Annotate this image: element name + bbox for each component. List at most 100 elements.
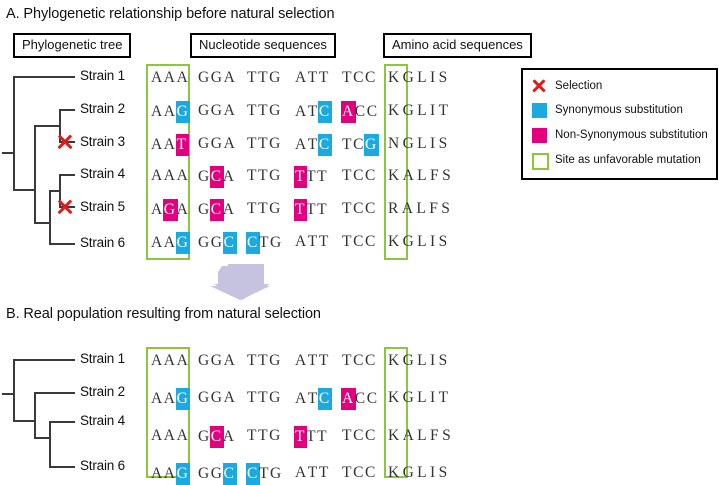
codon: ATT — [295, 351, 330, 371]
codon: GGA — [198, 68, 236, 88]
amino-acid-sequence: KGLIS — [388, 69, 451, 86]
codon: TCG — [342, 133, 379, 156]
codon: TTG — [247, 351, 282, 371]
base: G — [270, 465, 283, 483]
base: T — [342, 69, 354, 86]
base: G — [210, 101, 224, 119]
base: C — [353, 69, 366, 86]
strain-label-a-2: Strain 2 — [80, 101, 125, 116]
base-non-synonymous: C — [209, 425, 224, 448]
base: C — [365, 167, 377, 185]
codon: TTT — [294, 166, 329, 189]
tree-branch — [13, 76, 75, 78]
base: A — [223, 134, 237, 152]
legend-item-non-synonymous: Non-Synonymous substitution — [531, 128, 711, 146]
codon: AAG — [151, 232, 191, 254]
base: C — [366, 102, 379, 120]
base-non-synonymous: A — [341, 388, 356, 411]
base-synonymous: C — [222, 463, 237, 485]
base: G — [198, 234, 211, 251]
codon: CTG — [246, 232, 283, 254]
base: G — [198, 201, 211, 219]
base: T — [342, 352, 354, 369]
codon: ATC — [295, 388, 332, 411]
base: G — [198, 101, 211, 119]
base: A — [163, 102, 177, 120]
unfavorable-site-box-amino-a — [384, 64, 408, 260]
tree-branch — [13, 359, 75, 361]
base: T — [258, 101, 270, 119]
base: G — [269, 69, 282, 86]
unfavorable-site-box-nucleotide-b — [146, 347, 190, 478]
base-synonymous: G — [175, 232, 191, 254]
codon: AAA — [151, 166, 189, 186]
codon: CTG — [246, 463, 283, 485]
base: A — [176, 426, 190, 444]
base: C — [365, 352, 377, 369]
strain-label-a-5: Strain 5 — [80, 199, 125, 214]
tree-branch — [49, 190, 51, 244]
legend-label-synonymous: Synonymous substitution — [555, 104, 683, 116]
base: A — [163, 465, 177, 483]
base: A — [295, 102, 308, 120]
codon: ACC — [341, 100, 379, 123]
codon: TCC — [342, 199, 377, 219]
tree-branch — [49, 243, 75, 245]
base: T — [318, 69, 330, 86]
amino-acid-sequence: KGLIT — [388, 101, 452, 119]
tree-branch — [13, 76, 15, 191]
legend-box: Selection Synonymous substitution Non-Sy… — [521, 68, 718, 180]
base: T — [247, 167, 259, 185]
base-non-synonymous: T — [175, 133, 189, 156]
base-non-synonymous: C — [209, 199, 224, 222]
tree-branch — [49, 421, 75, 423]
base: G — [269, 389, 282, 407]
base: T — [258, 426, 270, 444]
codon: GGC — [198, 463, 237, 485]
base: C — [353, 352, 366, 369]
base: A — [222, 201, 236, 219]
base: C — [353, 167, 366, 185]
codon: TTG — [247, 134, 282, 154]
base-non-synonymous: G — [162, 199, 178, 222]
codon: TCC — [342, 426, 377, 446]
base: C — [353, 464, 366, 482]
strain-label-a-1: Strain 1 — [80, 68, 125, 83]
base-synonymous: C — [246, 463, 260, 485]
base: T — [318, 464, 330, 482]
codon: AGA — [151, 199, 189, 222]
base: T — [317, 201, 329, 219]
codon: TTG — [247, 199, 282, 219]
base: A — [151, 201, 164, 219]
base: G — [210, 234, 224, 251]
header-nucleotide-sequences: Nucleotide sequences — [190, 33, 336, 59]
strain-label-a-4: Strain 4 — [80, 166, 125, 181]
base-non-synonymous: A — [341, 100, 356, 123]
transition-arrow-icon — [210, 264, 270, 300]
cyan-swatch-icon — [532, 103, 547, 118]
legend-item-selection: Selection — [531, 78, 711, 96]
base-non-synonymous: C — [209, 166, 224, 189]
base: G — [269, 101, 282, 119]
base: T — [317, 168, 329, 186]
tree-branch — [34, 125, 36, 223]
codon: ACC — [341, 388, 379, 411]
amino-acid-sequence: RALFS — [388, 200, 454, 218]
codon: TTT — [294, 199, 329, 222]
codon: TCC — [342, 351, 377, 371]
base: A — [295, 464, 308, 482]
base: T — [307, 464, 319, 482]
panel-a-title: A. Phylogenetic relationship before natu… — [6, 6, 335, 22]
tree-branch — [34, 125, 60, 127]
base: A — [151, 135, 164, 153]
legend-item-synonymous: Synonymous substitution — [531, 103, 711, 121]
base: A — [176, 167, 190, 185]
base: A — [222, 427, 236, 445]
base: T — [342, 464, 354, 482]
tree-branch — [34, 222, 50, 224]
codon: GGA — [198, 101, 236, 121]
base: G — [198, 465, 211, 483]
base: G — [198, 352, 211, 369]
codon: TTG — [247, 101, 282, 121]
base: G — [198, 389, 211, 407]
